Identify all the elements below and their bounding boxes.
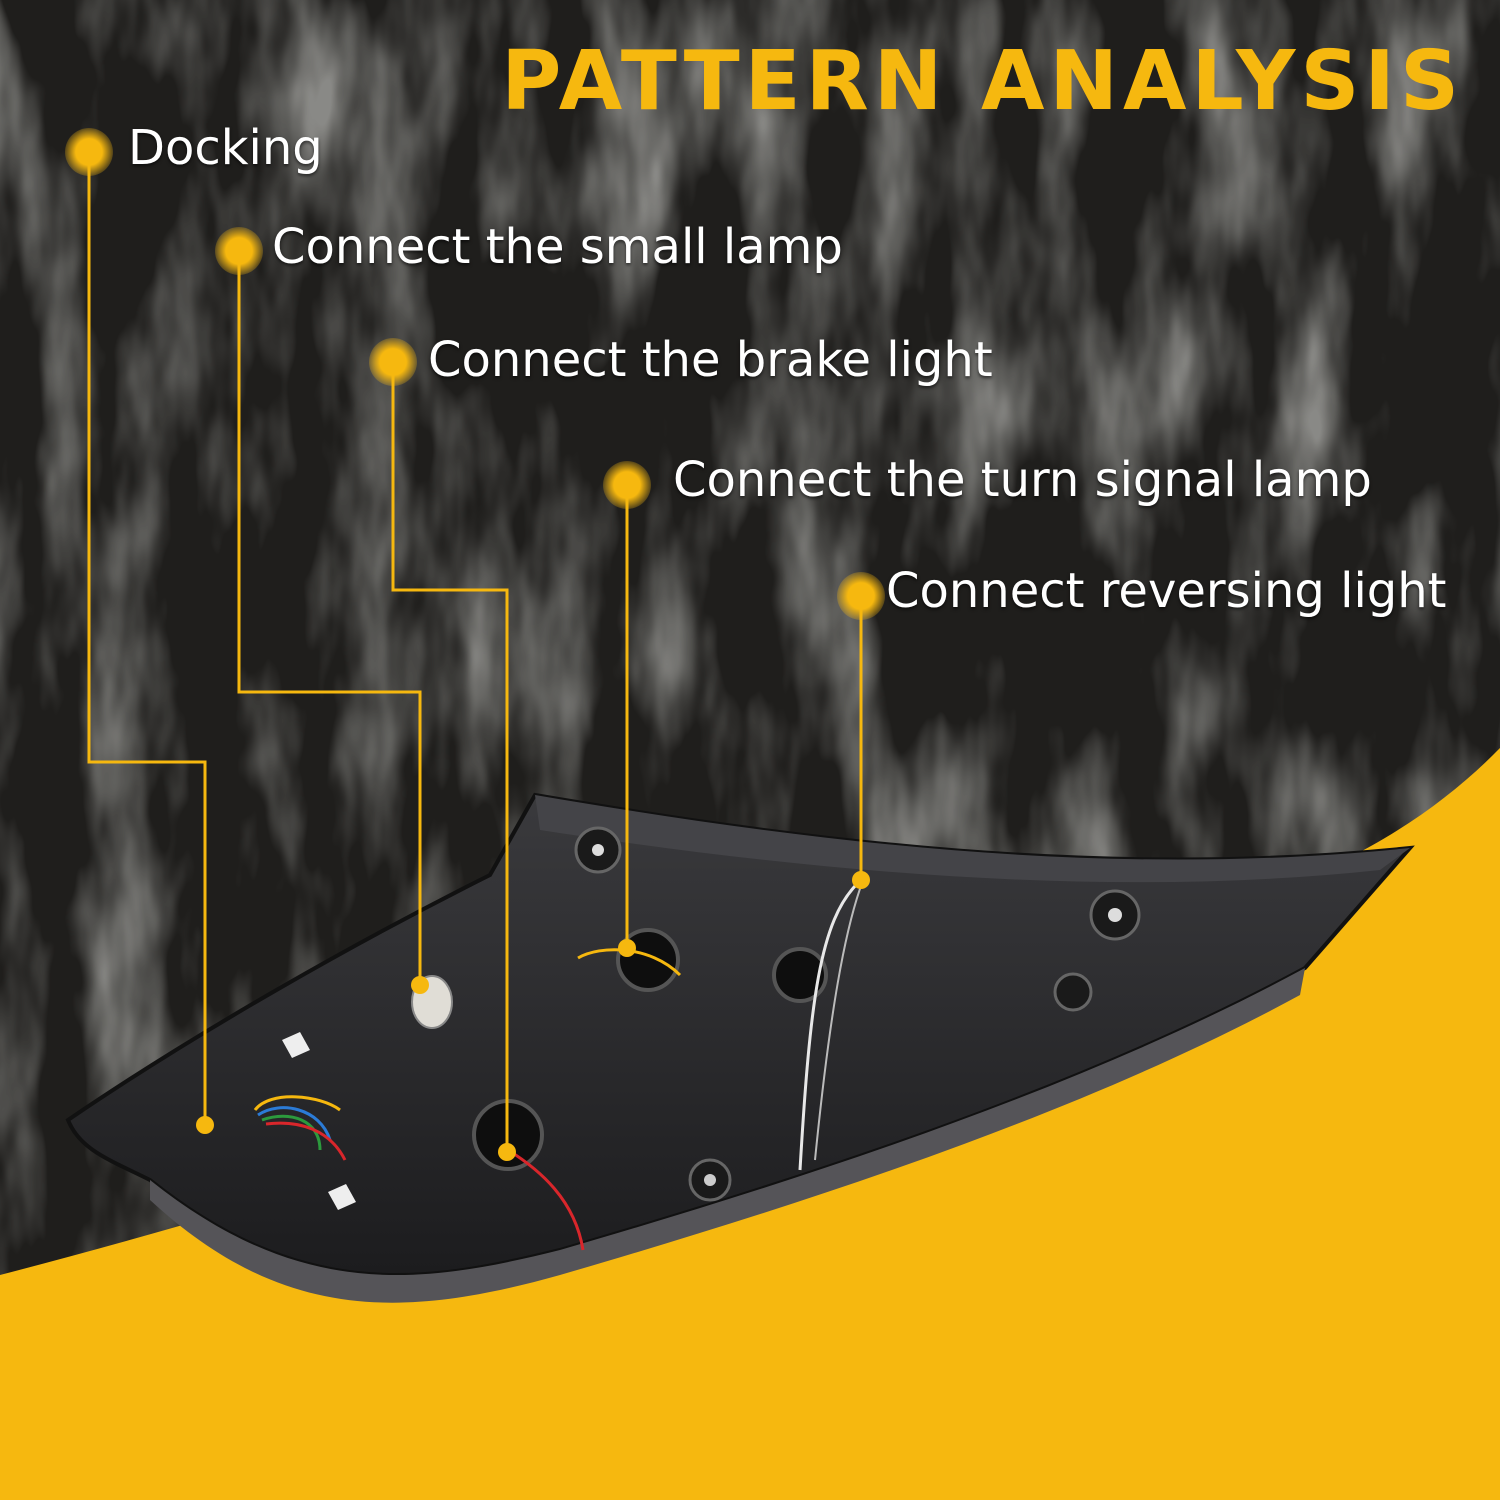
endpoint-reversing-light (852, 871, 870, 889)
leader-line-docking (87, 152, 207, 1125)
marker-turn-signal (603, 461, 651, 509)
callout-markers (65, 128, 885, 1161)
marker-docking (65, 128, 113, 176)
callout-label-turn-signal: Connect the turn signal lamp (673, 452, 1372, 508)
callout-label-small-lamp: Connect the small lamp (272, 219, 843, 275)
leader-line-small-lamp (237, 251, 422, 985)
endpoint-small-lamp (411, 976, 429, 994)
endpoint-docking (196, 1116, 214, 1134)
page-title: PATTERN ANALYSIS (501, 34, 1464, 129)
marker-small-lamp (215, 227, 263, 275)
marker-reversing-light (837, 572, 885, 620)
callout-label-brake-light: Connect the brake light (428, 332, 993, 388)
leader-line-brake-light (391, 362, 509, 1152)
callout-label-docking: Docking (128, 120, 323, 176)
callout-label-reversing-light: Connect reversing light (886, 563, 1447, 619)
endpoint-brake-light (498, 1143, 516, 1161)
endpoint-turn-signal (618, 939, 636, 957)
marker-brake-light (369, 338, 417, 386)
